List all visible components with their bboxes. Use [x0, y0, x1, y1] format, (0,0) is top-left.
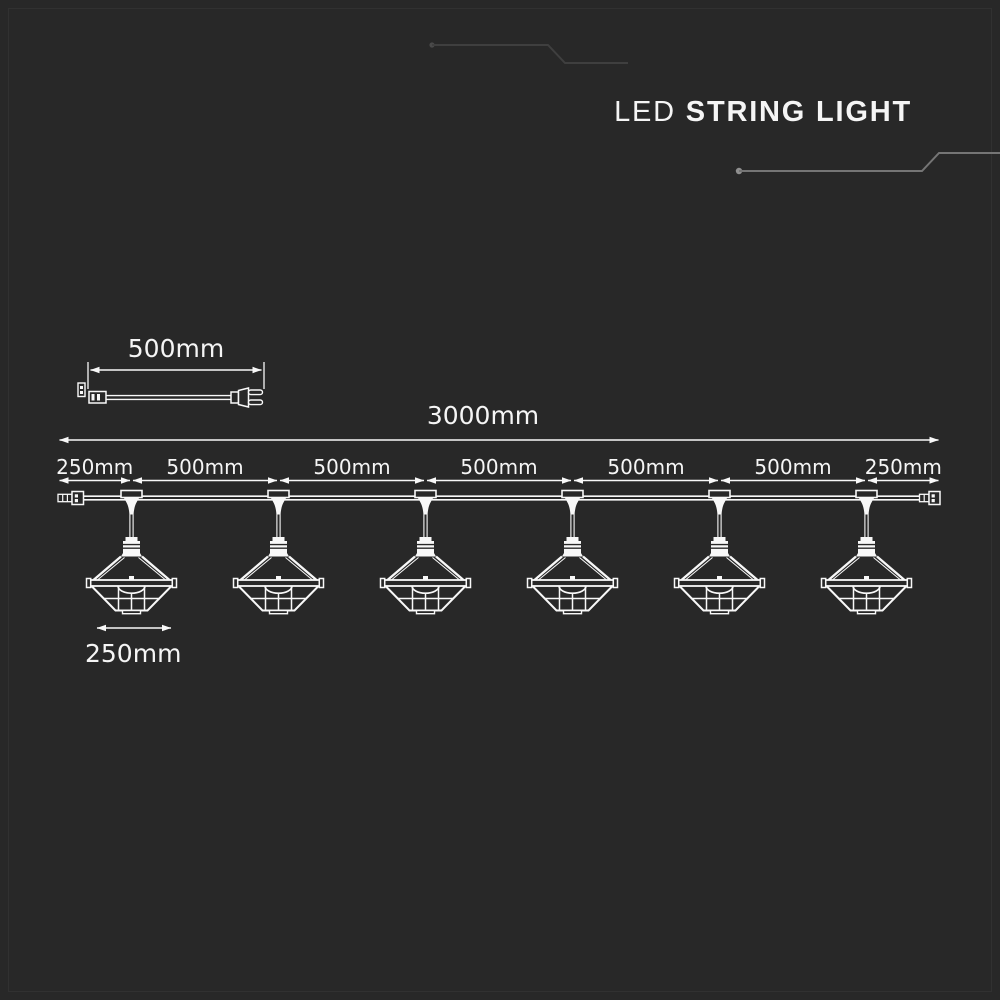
title-prefix: LED [614, 96, 676, 128]
segment-label: 500mm [607, 455, 684, 479]
segment-label: 500mm [460, 455, 537, 479]
cage-pendant-lamp [379, 489, 472, 615]
decor-title-underline [735, 152, 1000, 175]
cage-pendant-lamp [820, 489, 913, 615]
cage-pendant-lamp [232, 489, 325, 615]
total-length-label: 3000mm [427, 401, 539, 430]
decor-top-line [429, 42, 628, 64]
segment-labels: 250mm 500mm 500mm 500mm 500mm 500mm 250m… [56, 455, 942, 479]
cage-pendant-lamp [526, 489, 619, 615]
cable-socket-right [918, 490, 941, 506]
cage-pendant-lamp [85, 489, 178, 615]
page-title: LED STRING LIGHT [614, 96, 912, 129]
segment-label: 250mm [56, 455, 133, 479]
cable-plug-left [57, 490, 85, 506]
cord-socket-end [77, 382, 107, 404]
segment-label: 500mm [313, 455, 390, 479]
segment-label: 250mm [865, 455, 942, 479]
segment-label: 500mm [166, 455, 243, 479]
string-cable [62, 495, 938, 501]
cord-plug-end [230, 387, 264, 408]
title-main: STRING LIGHT [685, 96, 912, 128]
segment-label: 500mm [754, 455, 831, 479]
lamp-width-label: 250mm [85, 639, 181, 668]
cord-length-label: 500mm [128, 334, 224, 363]
cord-diagram: 500mm [77, 334, 265, 408]
cage-pendant-lamp [673, 489, 766, 615]
string-diagram: 3000mm 250mm 500mm 500mm 500mm 500mm 500… [56, 401, 942, 668]
